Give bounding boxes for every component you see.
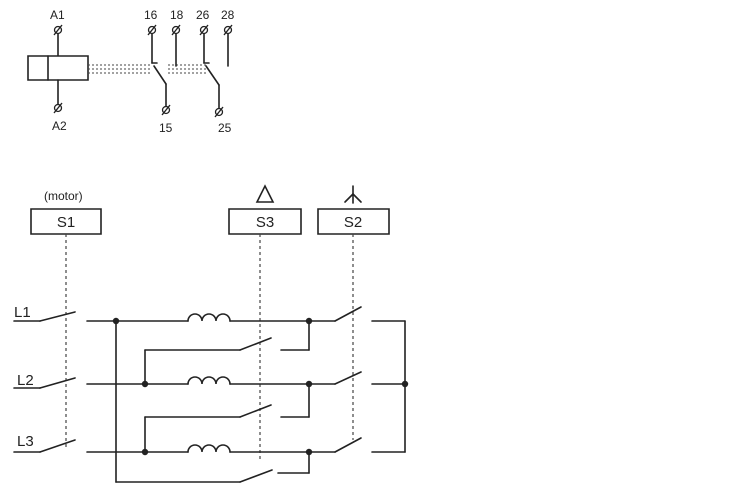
inductor-l1 (188, 314, 230, 321)
contact-26-label: 26 (196, 8, 210, 22)
contactor-s3: S3 (229, 209, 301, 234)
s3-contact-1-blade (240, 338, 271, 350)
phase-l1 (14, 307, 361, 321)
contactor-s1: S1 (31, 209, 101, 234)
contact-15-label: 15 (159, 121, 173, 135)
star-icon (345, 186, 361, 203)
contact-16-label: 16 (144, 8, 158, 22)
delta-icon (257, 186, 273, 202)
junction-dot (141, 380, 149, 388)
phase-l2 (14, 372, 361, 388)
junction-dot (305, 448, 313, 456)
phase-l3 (14, 438, 361, 452)
s3-contact-2-blade (240, 405, 271, 417)
junction-dot (305, 380, 313, 388)
inductor-l2 (188, 377, 230, 384)
line-l1-label: L1 (14, 304, 31, 321)
line-l2-label: L2 (17, 372, 34, 389)
junction-dot (141, 448, 149, 456)
contact-25-label: 25 (218, 121, 232, 135)
contactor-s2-label: S2 (344, 214, 362, 231)
coil-terminal-a1-label: A1 (50, 8, 65, 22)
inductor-l3 (188, 445, 230, 452)
motor-caption: (motor) (44, 189, 83, 203)
contactor-s1-label: S1 (57, 214, 75, 231)
relay-coil (28, 56, 88, 80)
line-l3-label: L3 (17, 433, 34, 450)
terminal-25 (215, 107, 223, 117)
relay-symbol: A1 A2 16 18 (28, 8, 235, 135)
contact-18-label: 18 (170, 8, 184, 22)
contact-25-blade (206, 66, 219, 85)
contact-15-blade (154, 66, 166, 84)
contactor-s3-label: S3 (256, 214, 274, 231)
junction-dot (112, 317, 120, 325)
contact-28-label: 28 (221, 8, 235, 22)
star-point (372, 321, 405, 452)
terminal-a2 (54, 103, 62, 113)
motor-circuit: (motor) S1 S3 S2 L1 L2 L3 (14, 186, 409, 482)
coil-terminal-a2-label: A2 (52, 119, 67, 133)
junction-dot (305, 317, 313, 325)
s3-contact-3-blade (240, 470, 272, 482)
terminal-15 (162, 105, 170, 115)
relay-linkage (88, 65, 207, 73)
contactor-s2: S2 (318, 209, 389, 234)
junction-dot (401, 380, 409, 388)
